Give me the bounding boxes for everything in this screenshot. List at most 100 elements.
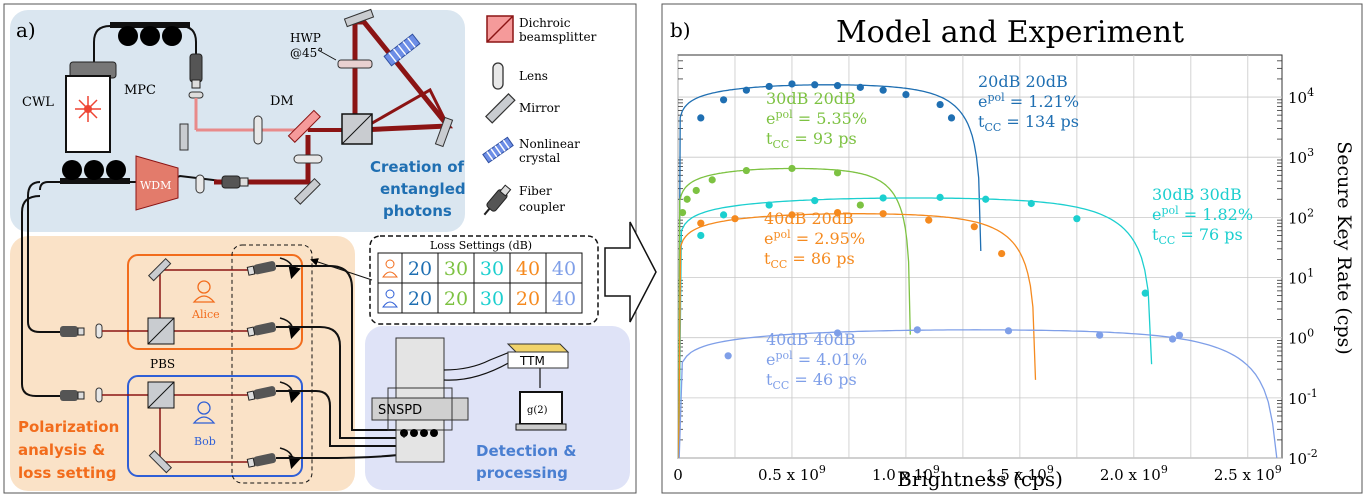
ttm-label: TTM xyxy=(519,354,545,368)
cwl-laser xyxy=(65,61,117,153)
creation-label-3: photons xyxy=(383,202,452,220)
bob-icon-body xyxy=(382,301,398,308)
detection-label-2: processing xyxy=(476,464,568,482)
data-point xyxy=(765,201,773,209)
data-point xyxy=(678,209,687,217)
panel-b-label: b) xyxy=(670,18,691,42)
lens-icon-3 xyxy=(195,174,205,194)
svg-text:Fiber: Fiber xyxy=(519,184,552,198)
fiber-coupler-wdm xyxy=(221,175,249,189)
data-point xyxy=(1073,215,1081,223)
svg-text:Nonlinear: Nonlinear xyxy=(519,137,580,151)
analysis-label-3: loss setting xyxy=(18,464,117,482)
cwl-label: CWL xyxy=(22,95,54,110)
alice-box xyxy=(127,254,303,350)
data-point xyxy=(742,86,750,94)
fiber-coupler-bob-in xyxy=(60,387,103,403)
bob-icon xyxy=(192,401,216,424)
data-point xyxy=(902,90,910,99)
loss-cell xyxy=(473,252,511,284)
series-curve xyxy=(678,329,1278,459)
wdm: WDM xyxy=(135,155,179,211)
plot-area xyxy=(677,54,1283,459)
series-annotation: 30dB 30dB xyxy=(1152,185,1242,204)
hwp-angle-label: @45° xyxy=(290,46,323,60)
data-point xyxy=(811,196,819,205)
series-annotation: tCC = 46 ps xyxy=(766,370,857,392)
coupler-legend-icon xyxy=(483,184,512,216)
series-annotation: 40dB 20dB xyxy=(764,209,854,228)
loss-cell xyxy=(401,282,439,314)
series-curve xyxy=(677,84,982,459)
legend-crystal-label-2: crystal xyxy=(519,151,560,165)
svg-text:coupler: coupler xyxy=(519,200,565,214)
series-annotation: tCC = 76 ps xyxy=(1152,225,1243,247)
x-tick-label: 2.5 x 109 xyxy=(1214,463,1282,484)
data-point xyxy=(1027,199,1035,208)
hwp-label: HWP xyxy=(290,31,321,45)
pbs-alice xyxy=(147,317,175,345)
data-point xyxy=(856,201,864,209)
computer: g(2) xyxy=(515,391,567,431)
loss-value: 20 xyxy=(444,288,468,310)
mirror-icon-4 xyxy=(434,116,454,148)
data-point xyxy=(697,219,705,227)
crystal-legend-icon xyxy=(482,136,514,164)
data-point xyxy=(1096,331,1104,339)
alice-icon xyxy=(385,259,395,269)
data-point xyxy=(731,215,739,223)
alice-icon xyxy=(192,280,216,303)
creation-label: Creation of xyxy=(370,158,465,176)
svg-text:HWP: HWP xyxy=(290,31,321,45)
mirror-legend-icon xyxy=(485,93,516,124)
snspd-label: SNSPD xyxy=(378,403,422,418)
wdm-label: WDM xyxy=(140,179,171,192)
loss-value: 40 xyxy=(516,258,540,280)
svg-text:Detection &: Detection & xyxy=(476,442,576,460)
dichroic-mirror xyxy=(287,109,321,143)
svg-text:Creation of: Creation of xyxy=(370,158,465,176)
data-point xyxy=(788,80,796,88)
loss-value: 40 xyxy=(552,258,576,280)
data-point xyxy=(788,164,796,173)
chart-title: Model and Experiment xyxy=(836,15,1184,50)
data-point xyxy=(719,96,728,104)
data-point xyxy=(1004,327,1013,335)
detection-label: Detection & xyxy=(476,442,576,460)
data-point xyxy=(1141,289,1149,297)
legend-lens-label: Lens xyxy=(519,69,548,83)
mpc-bottom-paddles xyxy=(60,160,130,184)
svg-text:beamsplitter: beamsplitter xyxy=(519,30,597,44)
bob-box xyxy=(127,375,303,477)
ttm: TTM xyxy=(506,343,570,369)
analysis-label-2: analysis & xyxy=(18,441,105,459)
data-point xyxy=(708,176,716,184)
loss-value: 30 xyxy=(480,258,504,280)
series-annotation: 20dB 20dB xyxy=(978,72,1068,91)
dichroic-legend-icon xyxy=(486,15,514,43)
series-curve xyxy=(678,197,1153,459)
sagnac-pbs xyxy=(341,113,373,145)
loss-value: 20 xyxy=(408,288,432,310)
output-couplers xyxy=(246,257,301,470)
svg-text:analysis &: analysis & xyxy=(18,441,105,459)
data-point xyxy=(833,329,842,337)
mirror-bob xyxy=(148,449,173,474)
data-point xyxy=(856,83,864,91)
lens-icon xyxy=(253,115,263,145)
loss-value: 30 xyxy=(444,258,468,280)
data-point xyxy=(683,195,691,203)
svg-text:Polarization: Polarization xyxy=(18,418,119,436)
arrow-to-results xyxy=(604,221,657,323)
data-point xyxy=(724,352,732,360)
series-annotation: tCC = 93 ps xyxy=(766,129,857,151)
data-point xyxy=(879,194,887,202)
bob-icon xyxy=(385,289,395,299)
data-point xyxy=(1175,331,1184,339)
data-point xyxy=(1168,335,1177,343)
loss-table-title: Loss Settings (dB) xyxy=(430,239,532,252)
nonlinear-crystal xyxy=(383,33,421,67)
svg-text:entangled: entangled xyxy=(380,180,466,198)
